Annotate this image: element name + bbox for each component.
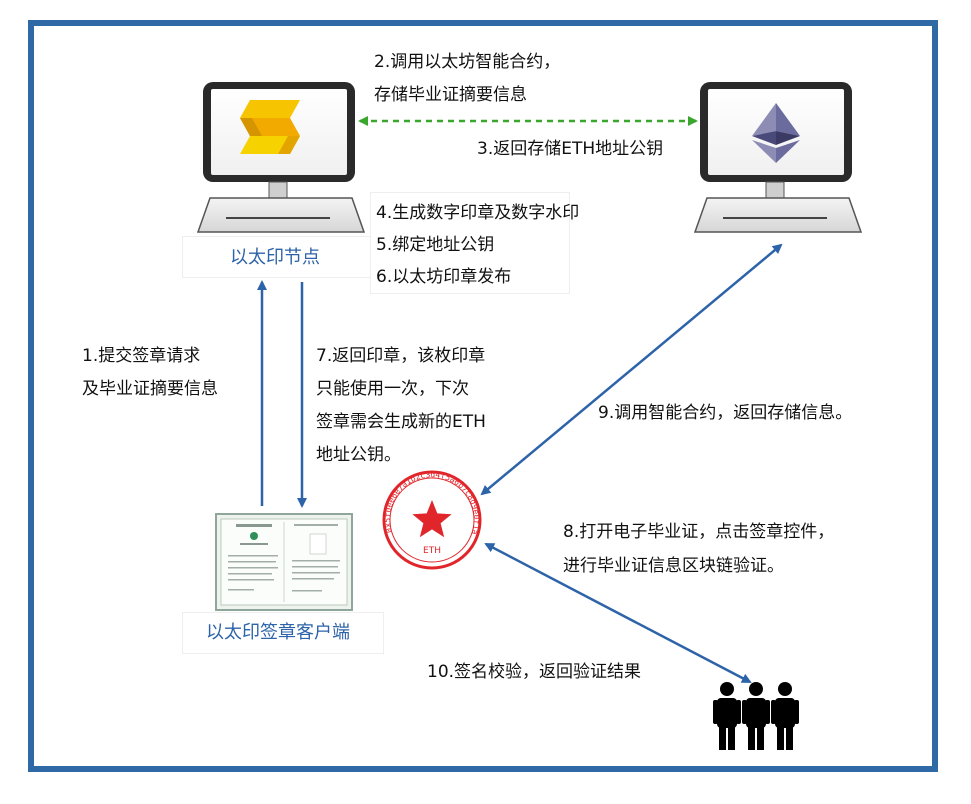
right-monitor-stand: [765, 181, 785, 199]
step-3: 3.返回存储ETH地址公钥: [477, 139, 664, 159]
eth-node-label: 以太印节点: [230, 247, 320, 268]
step-1-line-2: 及毕业证摘要信息: [82, 379, 218, 399]
arrow-seal-to-users: [484, 542, 752, 684]
seal-star-icon: [412, 500, 452, 538]
yellow-s-logo-icon: [240, 100, 300, 154]
step-7-line-3: 签章需会生成新的ETH: [316, 412, 486, 432]
step-7-line-1: 7.返回印章，该枚印章: [316, 346, 486, 366]
eth-node-computer: [196, 82, 366, 233]
step-2-line-2: 存储毕业证摘要信息: [374, 85, 527, 105]
step-9: 9.调用智能合约，返回存储信息。: [598, 403, 853, 423]
client-label-box: [182, 612, 384, 654]
eth-node-label-box: [182, 236, 372, 278]
right-keyboard: [693, 197, 863, 233]
people-icon: [713, 682, 799, 750]
step-7-line-4: 地址公钥。: [316, 445, 401, 465]
step-2-line-1: 2.调用以太坊智能合约，: [374, 52, 561, 72]
left-keyboard: [196, 197, 366, 233]
certificate-document: [215, 513, 353, 611]
steps-4-6-box: [370, 192, 570, 294]
seal-center-text: ETH: [423, 546, 441, 556]
left-monitor-stand: [268, 181, 288, 199]
step-8-line-2: 进行毕业证信息区块链验证。: [563, 556, 784, 576]
arrow-ethereum-to-seal: [480, 243, 783, 496]
step-6: 6.以太坊印章发布: [376, 267, 512, 287]
step-5: 5.绑定地址公钥: [376, 235, 495, 255]
ethereum-icon: [752, 103, 800, 163]
step-8-line-1: 8.打开电子毕业证，点击签章控件，: [563, 522, 835, 542]
ethereum-computer: [693, 82, 863, 233]
client-label: 以太印签章客户端: [206, 622, 350, 643]
step-10: 10.签名校验，返回验证结果: [427, 662, 642, 682]
step-4: 4.生成数字印章及数字水印: [376, 203, 580, 223]
step-1-line-1: 1.提交签章请求: [82, 346, 201, 366]
step-7-line-2: 只能使用一次，下次: [316, 379, 469, 399]
